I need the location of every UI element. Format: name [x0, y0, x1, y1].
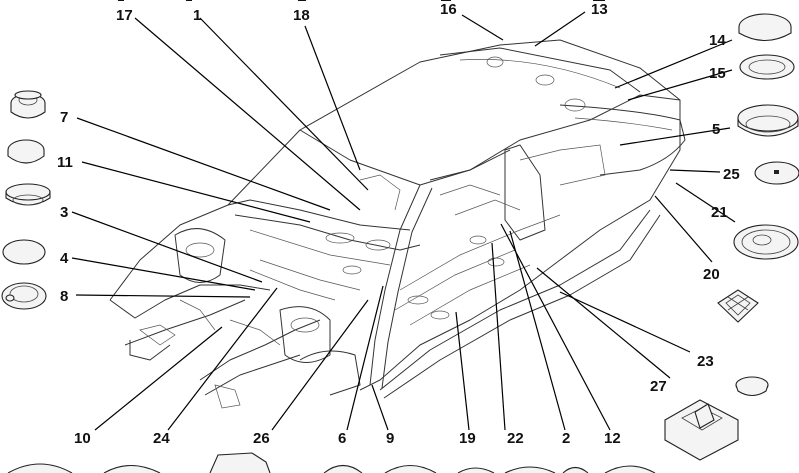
- part-grommet-8-icon: [1, 282, 47, 310]
- leader-lines: [71, 11, 736, 431]
- part-plug-3-icon: [5, 183, 51, 206]
- callout-3: 3: [60, 204, 68, 221]
- callout-13: 13: [591, 1, 608, 18]
- callout-5: 5: [712, 121, 720, 138]
- callout-24: 24: [153, 430, 170, 447]
- part-plug-21-icon: [733, 224, 799, 260]
- part-pad-27-icon: [664, 399, 739, 461]
- callout-15: 15: [709, 65, 726, 82]
- callout-4: 4: [60, 250, 69, 267]
- part-plug-5-icon: [737, 104, 799, 137]
- car-body-illustration: [109, 39, 686, 409]
- callout-numbers: 17 1 18 16 13 14 15 7 5 11 25 3 21 4 20 …: [57, 1, 740, 447]
- callout-26: 26: [253, 430, 270, 447]
- callout-18: 18: [293, 7, 310, 24]
- callout-7: 7: [60, 109, 68, 126]
- part-plug-7-icon: [10, 90, 46, 119]
- part-plug-25-icon: [754, 161, 799, 185]
- part-plug-15-icon: [739, 54, 795, 80]
- bottom-parts-row: [7, 452, 656, 473]
- callout-22: 22: [507, 430, 524, 447]
- callout-9: 9: [386, 430, 394, 447]
- callout-17: 17: [116, 7, 133, 24]
- callout-27: 27: [650, 378, 667, 395]
- part-grommet-20-icon: [717, 289, 759, 323]
- callout-12: 12: [604, 430, 621, 447]
- callout-2: 2: [562, 430, 570, 447]
- callout-21: 21: [711, 204, 728, 221]
- callout-14: 14: [709, 32, 726, 49]
- callout-25: 25: [723, 166, 740, 183]
- callout-1: 1: [193, 7, 201, 24]
- callout-19: 19: [459, 430, 476, 447]
- callout-10: 10: [74, 430, 91, 447]
- callout-8: 8: [60, 288, 68, 305]
- callout-16: 16: [440, 1, 457, 18]
- part-plug-11-icon: [7, 139, 45, 164]
- callout-20: 20: [703, 266, 720, 283]
- part-plug-14-icon: [738, 13, 792, 42]
- callout-6: 6: [338, 430, 346, 447]
- callout-23: 23: [697, 353, 714, 370]
- callout-11: 11: [57, 154, 73, 171]
- part-plug-23-icon: [735, 376, 769, 397]
- part-plug-4-icon: [2, 239, 46, 265]
